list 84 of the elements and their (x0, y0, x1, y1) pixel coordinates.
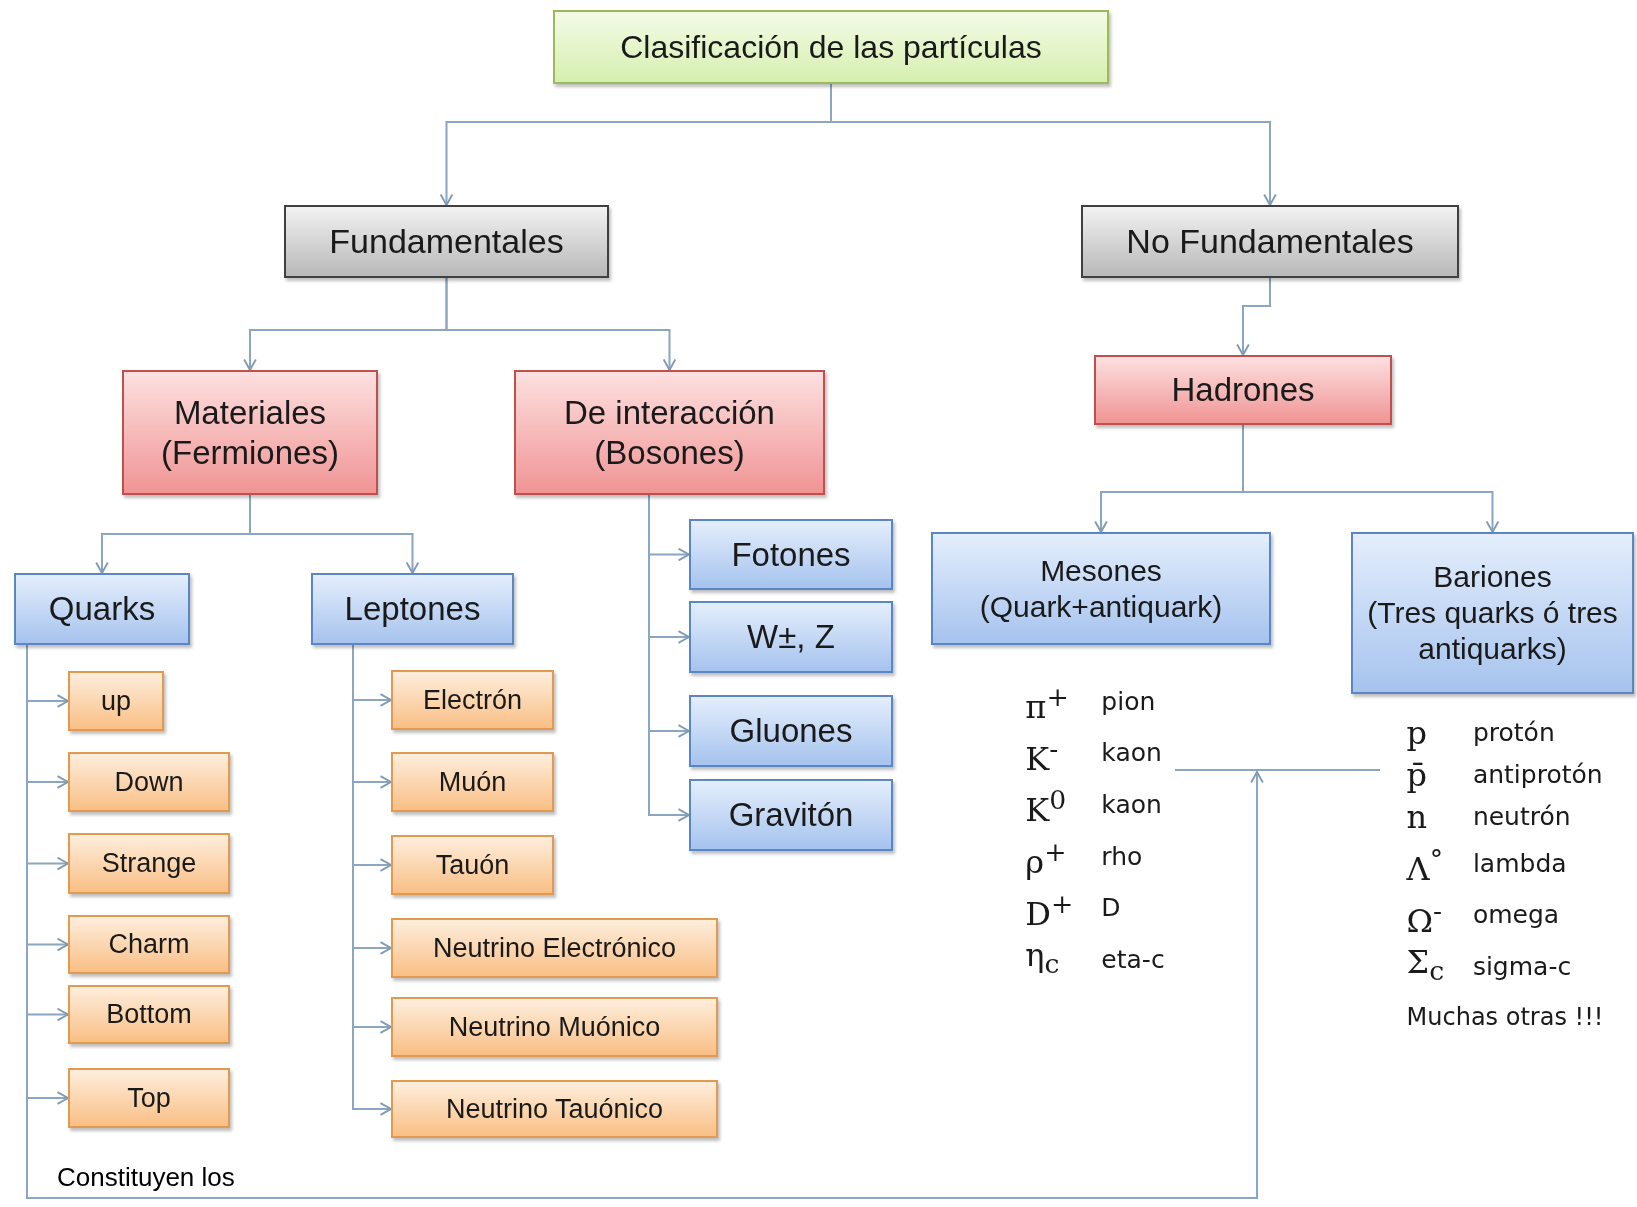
particle-name: neutrón (1472, 801, 1571, 833)
category-box (1351, 532, 1634, 694)
particle-box (391, 752, 554, 812)
particle-name: omega (1472, 899, 1560, 932)
box-label: Quarks (48, 589, 156, 629)
particle-box (391, 670, 554, 730)
box-label: Materiales (Fermiones) (160, 392, 340, 473)
particle-box (68, 1068, 230, 1128)
box-label: up (100, 684, 131, 718)
box-label: Gluones (729, 711, 853, 751)
category-box (689, 519, 893, 590)
particle-name: D (1101, 892, 1121, 925)
category-box (122, 370, 378, 495)
box-label: Clasificación de las partículas (620, 27, 1042, 67)
particle-name: lambda (1472, 847, 1567, 880)
title-box (553, 10, 1109, 84)
box-label: Strange (101, 847, 197, 880)
particle-box (391, 835, 554, 895)
box-label: Down (114, 765, 184, 799)
particle-name: eta-c (1101, 943, 1165, 976)
category-box (311, 573, 514, 645)
connector-arrow (249, 494, 420, 574)
particle-symbol: K$^{0}$ (1025, 783, 1067, 831)
particle-box (68, 915, 230, 974)
particle-name: pion (1101, 685, 1156, 718)
particle-symbol: π$^{+}$ (1025, 680, 1069, 728)
box-label: (Tres quarks ó tres antiquarks) (1366, 595, 1619, 667)
particle-box (391, 1080, 718, 1138)
particle-symbol: p̄ (1406, 755, 1428, 796)
particle-symbol: η$_{c}$ (1025, 935, 1060, 982)
box-label: Neutrino Electrónico (432, 931, 677, 965)
box-label: Bariones (1433, 559, 1552, 595)
box-label: W±, Z (747, 617, 835, 657)
box-label: Fotones (731, 534, 851, 575)
box-label: Neutrino Muónico (448, 1010, 661, 1044)
particle-box (391, 918, 718, 978)
connector-arrow (1236, 277, 1271, 356)
connector-arrow (1242, 424, 1500, 533)
box-label: Charm (108, 928, 190, 961)
particle-name: sigma-c (1472, 951, 1572, 983)
particle-box (68, 671, 164, 731)
category-box (689, 695, 893, 767)
particle-symbol: ρ$^{+}$ (1025, 834, 1067, 883)
box-label: Muón (438, 765, 507, 799)
category-box (14, 573, 190, 645)
box-label: No Fundamentales (1126, 221, 1414, 262)
category-box (1094, 355, 1392, 425)
category-box (1081, 205, 1459, 278)
particle-symbol: p (1406, 713, 1428, 754)
note-text: Muchas otras !!! (1406, 1001, 1604, 1033)
particle-name: kaon (1101, 789, 1162, 822)
particle-symbol: Σ$_{c}$ (1406, 942, 1445, 989)
box-label: Tauón (435, 848, 510, 882)
particle-box (68, 985, 230, 1044)
box-label: (Quark+antiquark) (979, 588, 1223, 625)
box-label: Gravitón (728, 795, 854, 835)
category-box (284, 205, 609, 278)
connector-arrow (445, 277, 677, 371)
box-label: Hadrones (1171, 370, 1315, 410)
box-label: Bottom (106, 998, 192, 1031)
box-label: Neutrino Tauónico (445, 1092, 664, 1126)
particle-box (391, 997, 718, 1057)
particle-symbol: Λ$^{°}$ (1406, 842, 1443, 890)
category-box (931, 532, 1271, 645)
box-label: De interacción (Bosones) (563, 392, 776, 473)
particle-symbol: K$^{-}$ (1025, 731, 1059, 780)
connector-arrow (648, 494, 690, 822)
category-box (689, 779, 893, 851)
particle-name: rho (1101, 840, 1143, 873)
particle-symbol: n (1406, 797, 1428, 838)
particle-box (68, 752, 230, 812)
box-label: Top (127, 1081, 171, 1115)
box-label: Leptones (344, 589, 481, 629)
box-label: Fundamentales (329, 221, 564, 262)
particle-name: protón (1472, 717, 1555, 749)
box-label: Electrón (422, 683, 523, 717)
category-box (689, 601, 893, 673)
category-box (514, 370, 825, 495)
particle-box (68, 833, 230, 894)
box-label: Mesones (1040, 552, 1162, 589)
particle-symbol: Ω$^{-}$ (1406, 893, 1443, 942)
particle-symbol: D$^{+}$ (1025, 886, 1074, 935)
particle-name: kaon (1101, 737, 1162, 770)
particle-name: antiprotón (1472, 759, 1603, 791)
